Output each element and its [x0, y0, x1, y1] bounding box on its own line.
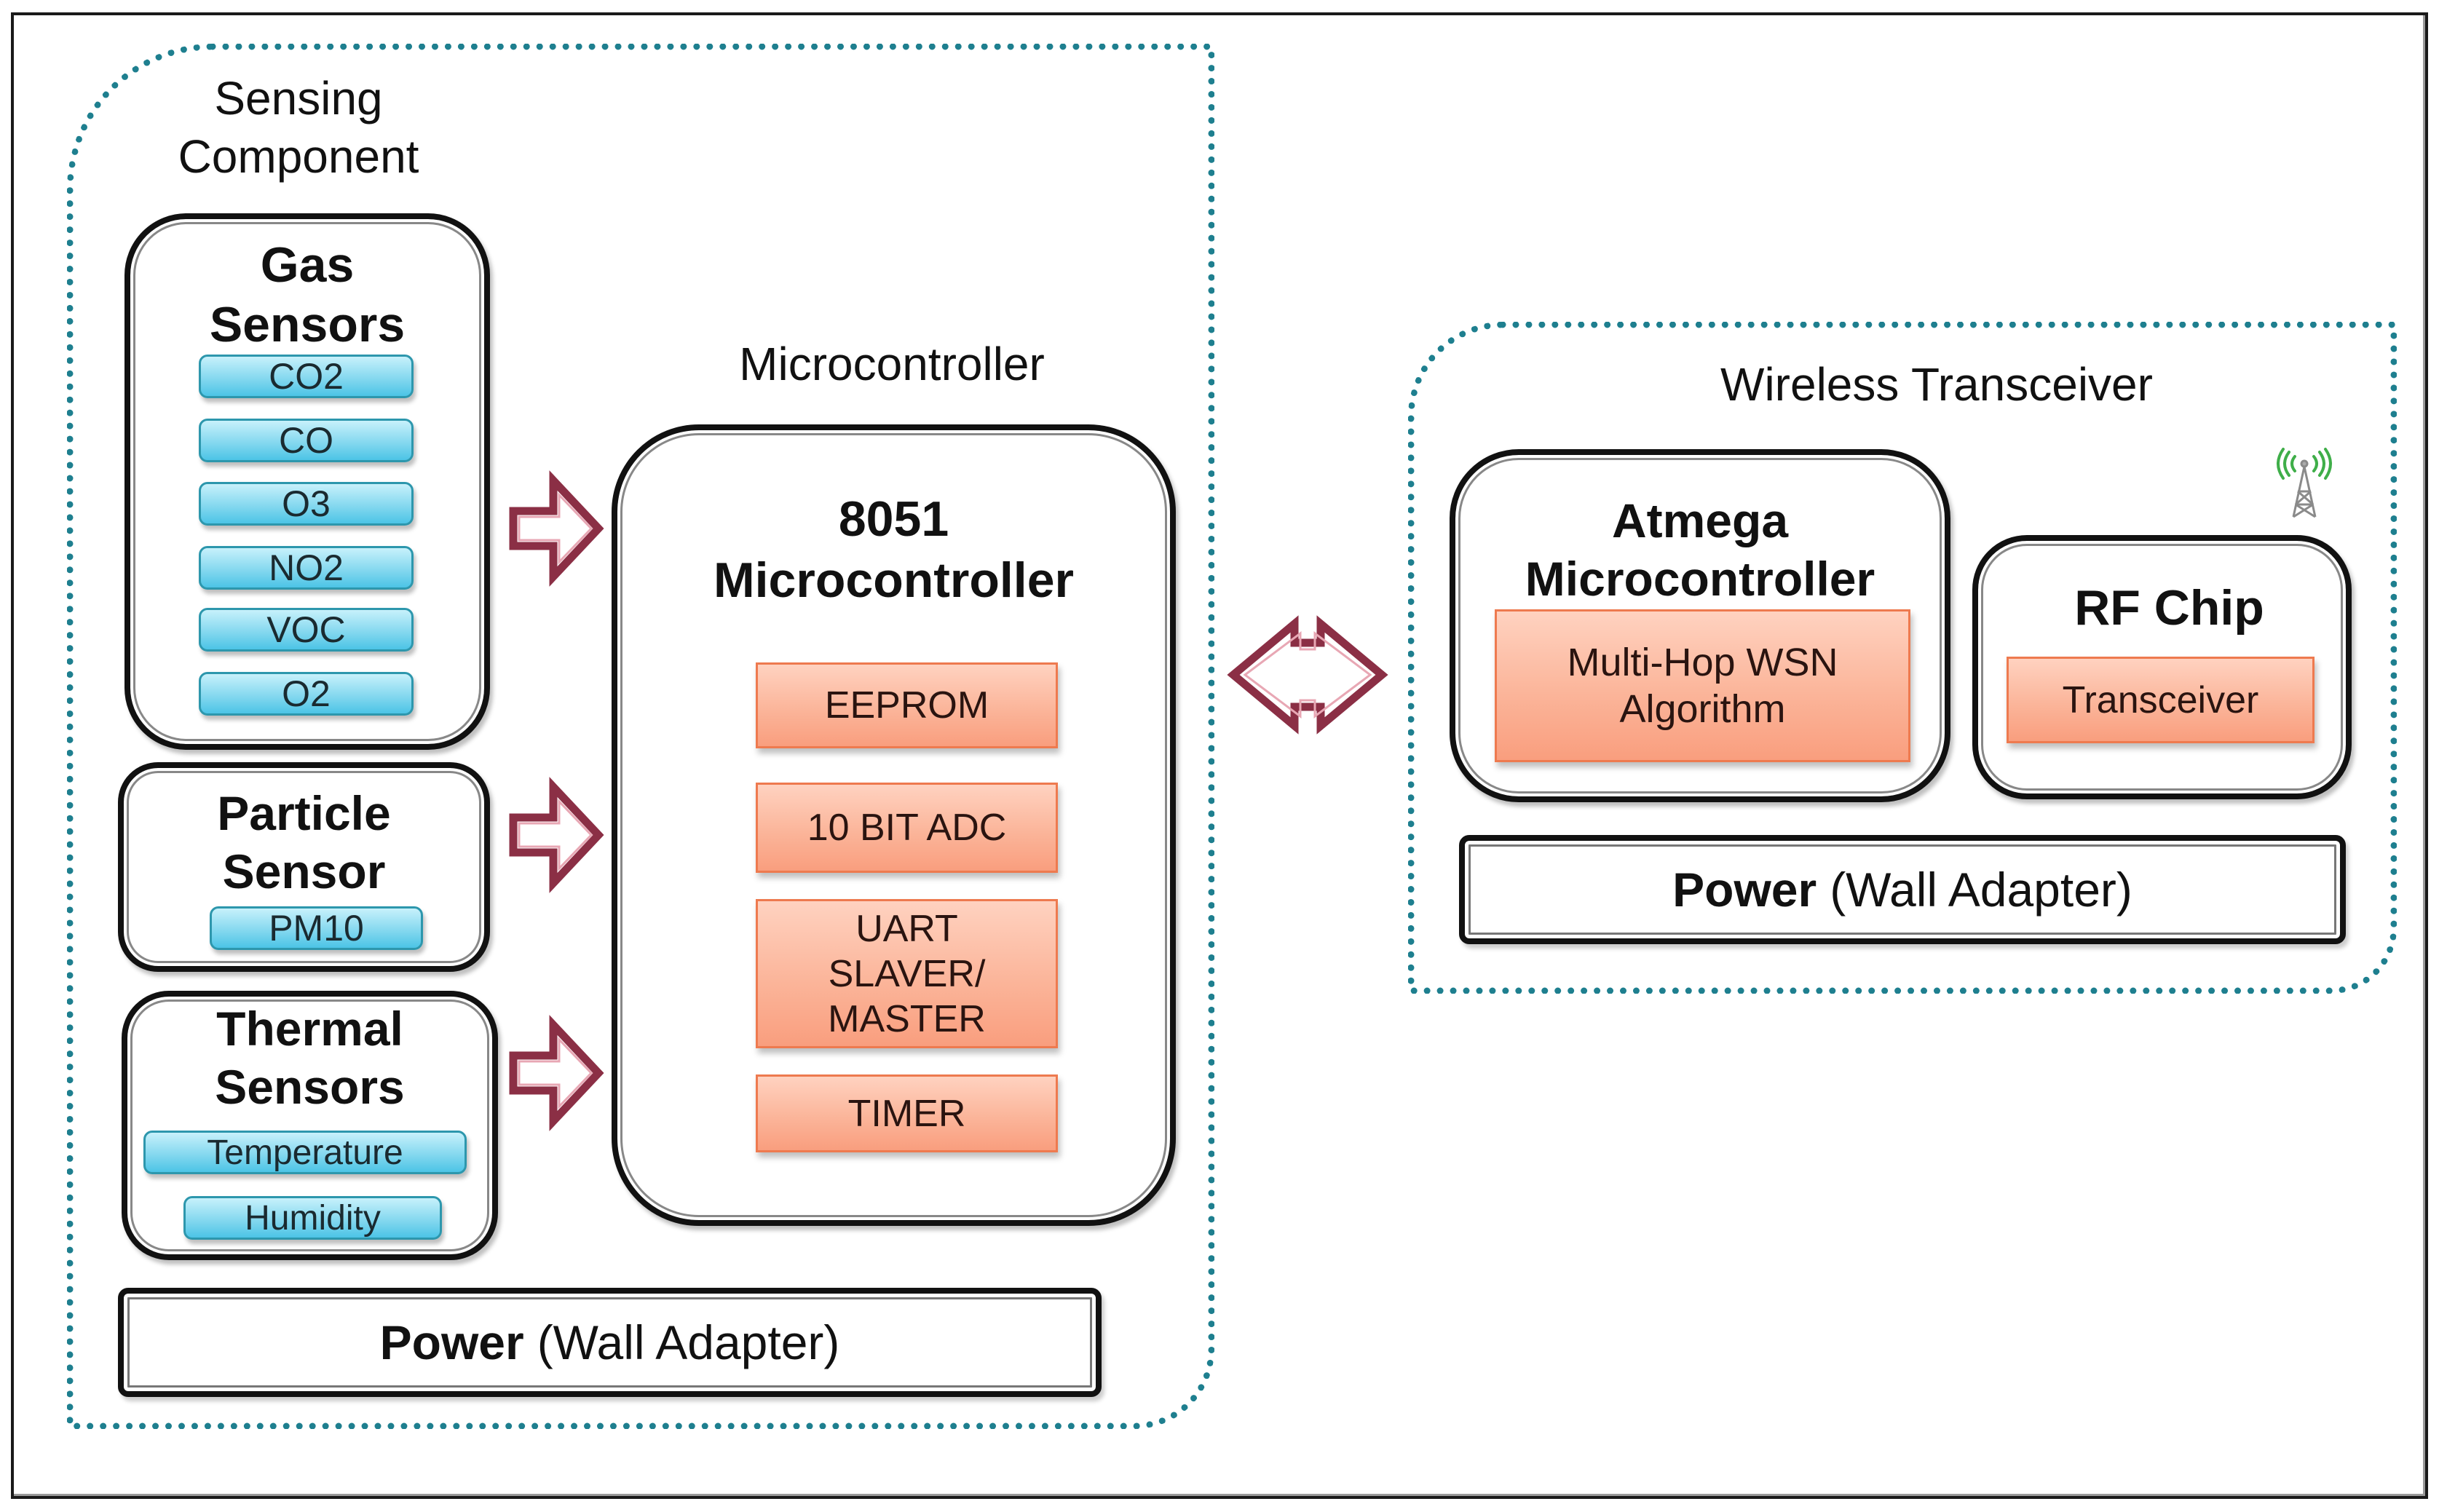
module-label: EEPROM	[824, 684, 989, 727]
chip-label: VOC	[266, 609, 346, 650]
chip-label: O3	[282, 483, 331, 524]
chip-label: Humidity	[245, 1198, 381, 1238]
thermal-sensors-title-line2: Sensors	[215, 1060, 405, 1114]
chip-label: PM10	[269, 908, 364, 949]
rf-chip-title: RF Chip	[2074, 580, 2264, 636]
particle-sensor-chip-pm10: PM10	[210, 906, 423, 950]
sensing-title-line1: Sensing	[214, 72, 383, 124]
module-transceiver: Transceiver	[2007, 657, 2315, 743]
arrow-particle-to-mcu	[509, 777, 604, 893]
thermal-sensor-chip-temperature: Temperature	[143, 1131, 467, 1174]
gas-sensor-chip-o3: O3	[199, 482, 414, 526]
wireless-transceiver-region	[1408, 322, 2397, 994]
antenna-tower-icon	[2277, 448, 2332, 518]
sensing-title-line2: Component	[178, 130, 419, 183]
module-label: TIMER	[847, 1092, 966, 1135]
gas-sensors-title-line2: Sensors	[209, 297, 406, 352]
power-source-label: (Wall Adapter)	[1830, 863, 2132, 917]
power-source-label: (Wall Adapter)	[537, 1315, 840, 1369]
chip-label: Temperature	[207, 1133, 403, 1172]
gas-sensor-chip-co2: CO2	[199, 355, 414, 398]
module-label: Transceiver	[2062, 678, 2259, 721]
arrow-gas-to-mcu	[509, 470, 604, 587]
module-timer: TIMER	[756, 1074, 1058, 1152]
power-label: Power	[1672, 863, 1817, 917]
arrow-thermal-to-mcu	[509, 1015, 604, 1131]
chip-label: NO2	[269, 547, 344, 588]
mcu-title-line2: Microcontroller	[713, 553, 1074, 608]
mcu-title-line1: 8051	[838, 491, 949, 547]
bidirectional-arrow-mcu-wireless	[1227, 615, 1388, 735]
wireless-transceiver-title: Wireless Transceiver	[1720, 358, 2153, 411]
microcontroller-label: Microcontroller	[739, 338, 1045, 390]
power-wall-adapter-right: Power (Wall Adapter)	[1459, 835, 2346, 944]
gas-sensor-chip-co: CO	[199, 419, 414, 462]
thermal-sensor-chip-humidity: Humidity	[183, 1196, 442, 1240]
module-label-line1: Multi-Hop WSN	[1567, 641, 1838, 684]
sensing-component-title: Sensing Component	[146, 69, 451, 186]
gas-sensors-box: Gas Sensors	[124, 213, 490, 750]
chip-label: CO2	[269, 356, 344, 397]
module-label-line1: UART	[855, 907, 958, 950]
particle-sensor-title-line2: Sensor	[222, 844, 386, 898]
module-multi-hop-wsn: Multi-Hop WSN Algorithm	[1495, 609, 1910, 762]
gas-sensor-chip-no2: NO2	[199, 546, 414, 590]
thermal-sensors-title-line1: Thermal	[216, 1002, 403, 1056]
module-label: 10 BIT ADC	[807, 807, 1007, 849]
power-wall-adapter-left: Power (Wall Adapter)	[118, 1288, 1102, 1397]
module-10-bit-adc: 10 BIT ADC	[756, 783, 1058, 873]
chip-label: O2	[282, 673, 331, 714]
gas-sensor-chip-voc: VOC	[199, 608, 414, 652]
particle-sensor-title-line1: Particle	[217, 786, 391, 840]
power-label: Power	[379, 1315, 524, 1369]
module-label-line2: Algorithm	[1619, 687, 1786, 731]
gas-sensors-title-line1: Gas	[260, 237, 355, 293]
figure-frame	[11, 12, 2428, 1499]
sensing-unit-region	[67, 44, 1214, 1429]
chip-label: CO	[279, 420, 333, 461]
atmega-title-line1: Atmega	[1611, 494, 1789, 547]
gas-sensor-chip-o2: O2	[199, 672, 414, 716]
atmega-title-line2: Microcontroller	[1525, 552, 1875, 606]
module-uart: UART SLAVER/ MASTER	[756, 899, 1058, 1048]
module-label-line2: SLAVER/	[828, 952, 986, 995]
module-eeprom: EEPROM	[756, 662, 1058, 748]
module-label-line3: MASTER	[828, 997, 986, 1040]
